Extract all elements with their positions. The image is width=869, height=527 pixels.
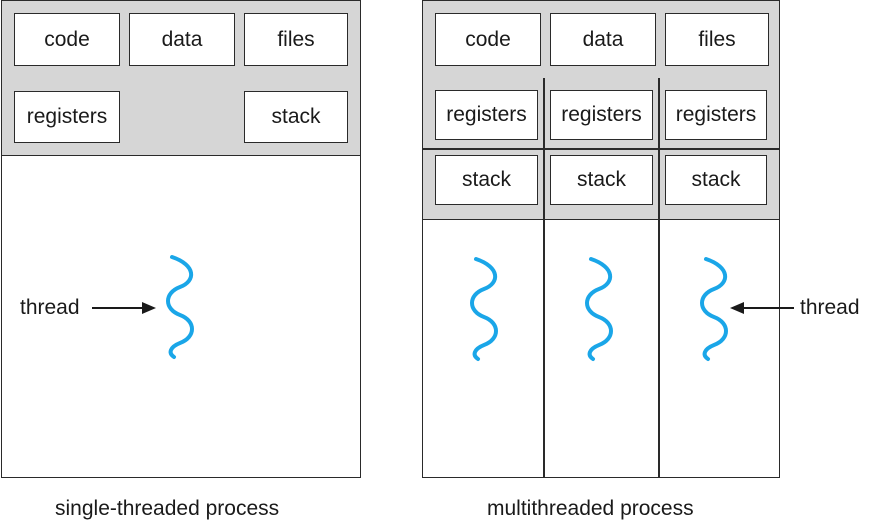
squiggle-thread-icon — [700, 257, 728, 361]
code-box: code — [435, 13, 541, 66]
stack-box-3: stack — [665, 155, 767, 205]
multi-caption: multithreaded process — [487, 497, 694, 520]
registers-box-1: registers — [435, 90, 538, 140]
thread-label: thread — [20, 296, 80, 319]
thread-resources-band: registers stack — [2, 78, 360, 156]
thread-resources-band: registers registers registers stack stac… — [423, 78, 779, 220]
registers-box-3: registers — [665, 90, 767, 140]
data-box: data — [129, 13, 235, 66]
stack-box-2: stack — [550, 155, 653, 205]
squiggle-thread-icon — [585, 257, 613, 361]
single-caption: single-threaded process — [55, 497, 280, 520]
column-divider-1 — [543, 78, 545, 477]
shared-resources-band: code data files — [2, 1, 360, 79]
thread-label: thread — [800, 296, 860, 319]
shared-resources-band: code data files — [423, 1, 779, 79]
files-box: files — [665, 13, 769, 66]
column-divider-2 — [658, 78, 660, 477]
stack-box-1: stack — [435, 155, 538, 205]
divider — [423, 148, 779, 150]
registers-box-2: registers — [550, 90, 653, 140]
arrow-icon — [92, 302, 156, 314]
squiggle-thread-icon — [470, 257, 498, 361]
registers-box: registers — [14, 91, 120, 143]
single-threaded-process: code data files registers stack — [1, 0, 361, 478]
code-box: code — [14, 13, 120, 66]
arrow-icon — [730, 302, 794, 314]
data-box: data — [550, 13, 656, 66]
multithreaded-process: code data files registers registers regi… — [422, 0, 780, 478]
squiggle-thread-icon — [166, 255, 194, 359]
files-box: files — [244, 13, 348, 66]
stack-box: stack — [244, 91, 348, 143]
